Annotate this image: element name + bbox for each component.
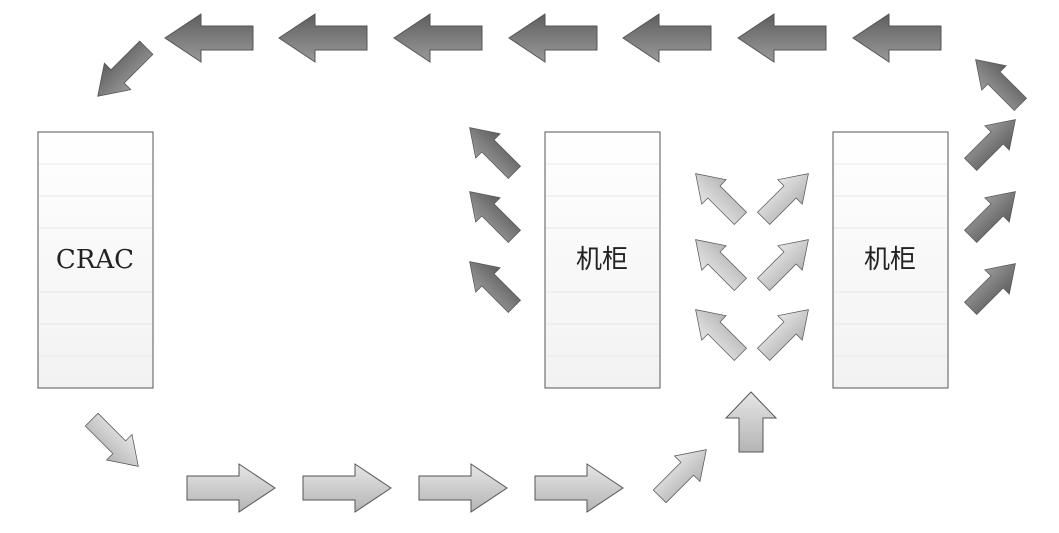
- cold-supply-arrow-down-right: [84, 412, 139, 467]
- rack-1-label: 机柜: [576, 245, 628, 275]
- hot-return-arrow-left: [393, 13, 483, 63]
- hot-exhaust-arrow-up-left: [469, 261, 522, 314]
- cold-aisle-arrow-up-left: [695, 239, 748, 292]
- airflow-arrows: [84, 13, 1028, 513]
- cold-aisle-arrow-up-left: [695, 173, 748, 226]
- cold-supply-arrow-right: [302, 463, 392, 513]
- hot-exhaust-arrow-up-left: [975, 59, 1028, 112]
- hot-return-arrow-down-left: [97, 40, 154, 97]
- rack-2-label: 机柜: [864, 245, 916, 275]
- hot-return-arrow-left: [278, 13, 368, 63]
- cold-aisle-arrow-up: [724, 391, 778, 453]
- hot-return-arrow-left: [852, 13, 942, 63]
- crac-unit: CRAC: [37, 131, 154, 389]
- hot-return-arrow-left: [737, 13, 827, 63]
- crac-label: CRAC: [56, 245, 134, 275]
- hot-exhaust-arrow-up-right: [963, 191, 1016, 244]
- cold-aisle-arrow-up-right: [756, 239, 809, 292]
- cold-supply-arrow-right: [534, 463, 624, 513]
- server-rack-1: 机柜: [544, 131, 661, 389]
- hot-exhaust-arrow-up-right: [963, 119, 1016, 172]
- cold-supply-arrow-right: [186, 463, 276, 513]
- cold-supply-arrow-right: [418, 463, 508, 513]
- cold-supply-arrow-up-right: [652, 449, 707, 504]
- hot-return-arrow-left: [508, 13, 598, 63]
- cold-aisle-arrow-up-right: [756, 173, 809, 226]
- hot-exhaust-arrow-up-left: [469, 127, 522, 180]
- server-rack-2: 机柜: [832, 131, 949, 389]
- hot-exhaust-arrow-up-left: [469, 191, 522, 244]
- hot-exhaust-arrow-up-right: [963, 263, 1016, 316]
- cold-aisle-arrow-up-right: [756, 309, 809, 362]
- hot-return-arrow-left: [164, 13, 254, 63]
- hot-return-arrow-left: [622, 13, 712, 63]
- cold-aisle-arrow-up-left: [695, 309, 748, 362]
